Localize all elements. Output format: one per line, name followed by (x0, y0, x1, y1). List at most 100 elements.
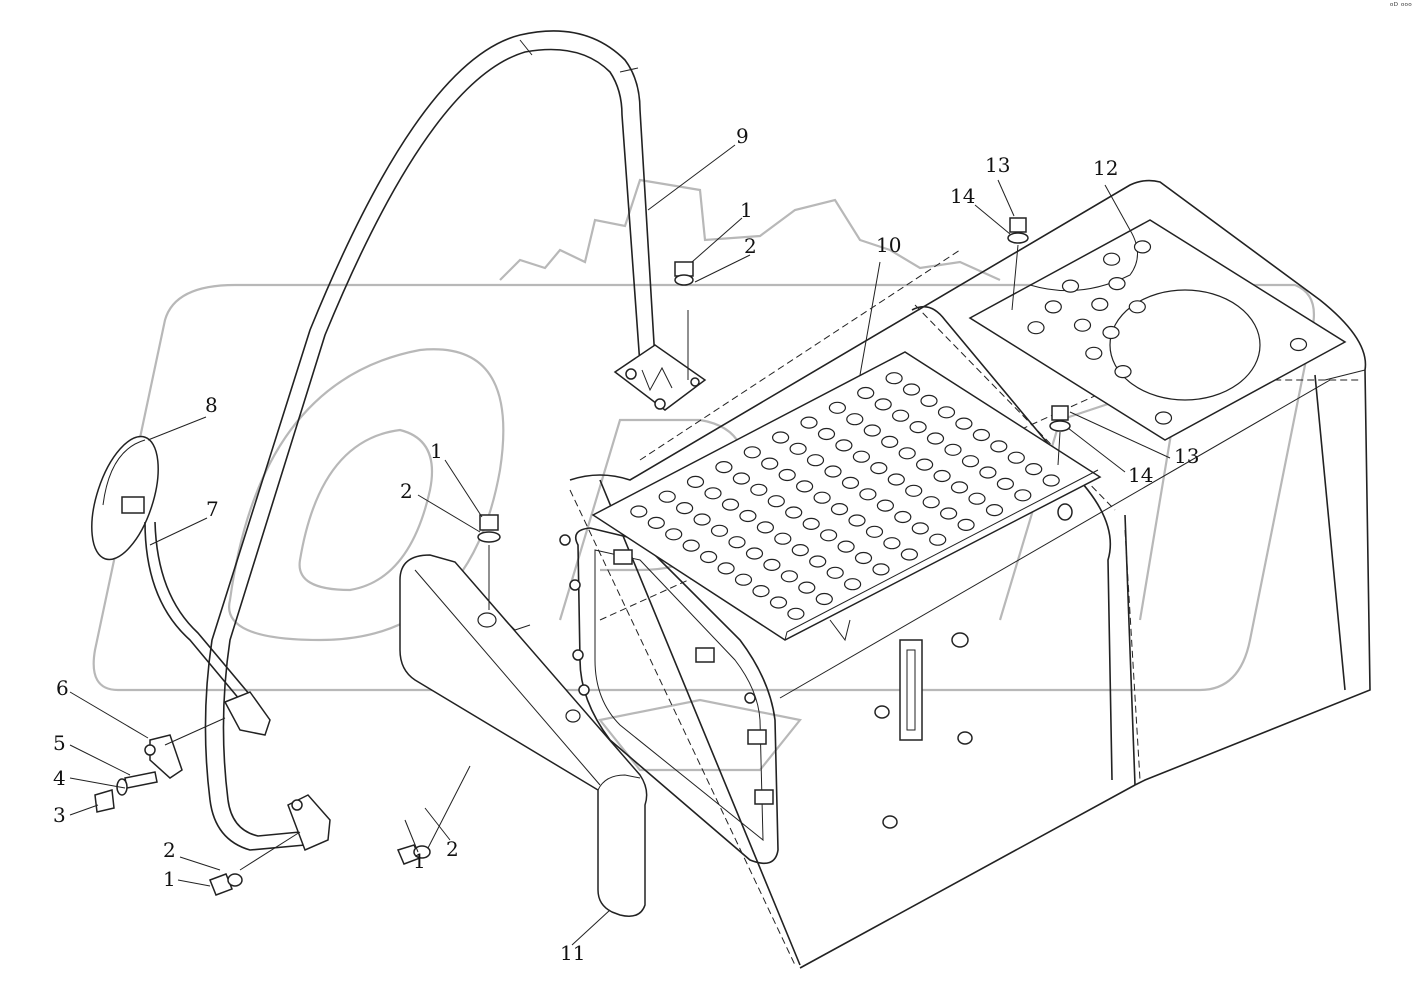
perforation-hole (857, 386, 875, 400)
corner-mark: ᵒᴰ ᵒᵒᵒ (1389, 2, 1412, 12)
mounting-hole (1114, 365, 1132, 379)
callout-14: 14 (950, 184, 975, 208)
perforation-hole (647, 516, 665, 530)
perforation-hole (830, 503, 849, 516)
callout-3: 3 (53, 803, 66, 827)
callout-2: 2 (744, 234, 757, 258)
callout-9: 9 (736, 124, 749, 148)
perforation-hole (885, 372, 903, 385)
perforation-hole (815, 592, 833, 606)
perforation-hole (763, 558, 781, 572)
perforation-hole (715, 461, 733, 474)
perforation-hole (819, 529, 838, 542)
perforation-hole (887, 473, 905, 486)
door-frame (559, 527, 779, 865)
perforation-hole (682, 539, 700, 552)
perforation-hole (979, 466, 997, 479)
perforation-hole (909, 421, 927, 434)
mounting-hole (1289, 337, 1308, 352)
perforation-hole (710, 524, 729, 537)
perforation-hole (817, 427, 836, 441)
perforation-hole (843, 578, 862, 591)
perforation-hole (824, 465, 842, 478)
perforation-hole (767, 495, 785, 508)
perforation-hole (778, 468, 796, 482)
perforation-hole (809, 555, 827, 568)
perforation-hole (1025, 463, 1043, 476)
perforation-hole (693, 513, 711, 526)
perforation-hole (900, 548, 919, 561)
perforation-hole (905, 484, 923, 497)
mounting-hole (1133, 240, 1152, 254)
perforation-hole (717, 562, 735, 575)
mounting-hole (1044, 300, 1062, 314)
perforation-hole (734, 573, 753, 586)
perforation-hole (957, 518, 975, 532)
callout-12: 12 (1093, 156, 1118, 180)
perforation-hole (961, 455, 980, 468)
perforation-hole (761, 457, 779, 470)
perforation-hole (835, 439, 853, 452)
perforation-hole (985, 504, 1004, 517)
perforation-hole (769, 596, 788, 609)
perforation-hole (876, 499, 895, 512)
callout-2: 2 (163, 838, 176, 862)
callout-13: 13 (1174, 444, 1199, 468)
perforation-hole (802, 517, 820, 531)
perforation-hole (774, 532, 792, 545)
perforation-hole (837, 540, 855, 553)
perforation-hole (787, 607, 805, 620)
perforation-hole (630, 505, 648, 518)
perforation-hole (870, 462, 888, 475)
perforation-hole (911, 522, 929, 535)
perforation-hole (852, 450, 871, 463)
perforation-hole (926, 432, 945, 445)
perforation-hole (854, 551, 873, 565)
callout-1: 1 (163, 867, 176, 891)
perforation-hole (756, 521, 775, 534)
perforation-hole (798, 581, 816, 594)
mounting-hole (1027, 321, 1045, 335)
perforation-hole (785, 506, 803, 519)
perforation-hole (859, 488, 877, 501)
perforation-hole (865, 525, 884, 538)
perforation-hole (841, 476, 860, 489)
perforation-hole (933, 469, 951, 483)
side-cover (399, 554, 648, 917)
perforation-hole (881, 435, 899, 448)
perforation-hole (939, 507, 958, 520)
perforation-hole (915, 458, 934, 471)
mounting-hole (1102, 252, 1121, 266)
callout-5: 5 (53, 731, 66, 755)
perforation-hole (721, 498, 740, 511)
fasteners (209, 217, 1071, 896)
perforation-hole (996, 477, 1015, 490)
perforation-hole (658, 490, 676, 503)
callout-1: 1 (740, 198, 753, 222)
perforation-hole (826, 566, 844, 579)
perforation-hole (955, 417, 973, 430)
perforation-hole (750, 483, 768, 496)
perforation-hole (789, 442, 807, 455)
perforation-hole (665, 528, 683, 541)
mounting-hole (1154, 411, 1173, 425)
perforation-hole (800, 416, 818, 429)
perforation-hole (791, 543, 809, 557)
perforation-hole (732, 472, 751, 485)
mounting-hole (1108, 277, 1126, 291)
callout-4: 4 (53, 766, 66, 790)
perforation-hole (743, 446, 761, 459)
mounting-hole (1128, 300, 1146, 314)
perforation-hole (874, 398, 892, 411)
callout-2: 2 (446, 837, 459, 861)
perforation-hole (972, 428, 991, 442)
perforation-hole (752, 584, 770, 598)
perforation-hole (795, 480, 814, 493)
perforation-hole (872, 563, 890, 576)
perforation-hole (699, 550, 718, 564)
perforation-hole (828, 401, 847, 414)
callout-14: 14 (1128, 463, 1153, 487)
callout-6: 6 (56, 676, 69, 700)
perforation-hole (950, 481, 969, 494)
